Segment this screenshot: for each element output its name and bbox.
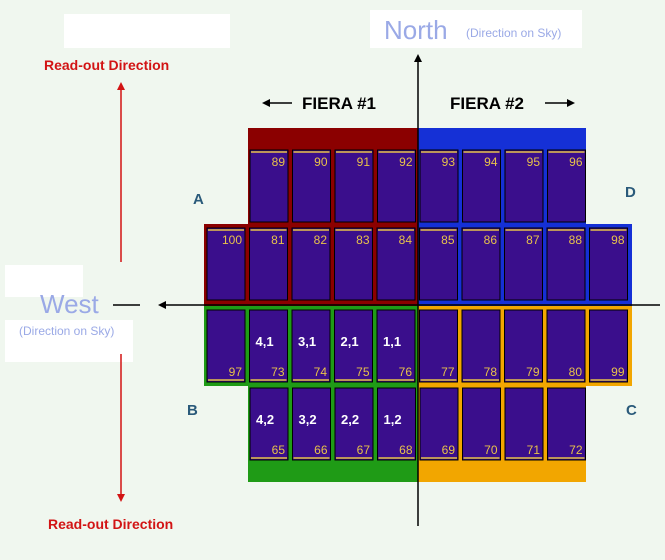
ccd-number: 90 (314, 155, 328, 169)
ccd-number: 78 (484, 365, 498, 379)
ccd-chip (419, 227, 458, 301)
ccd-number: 81 (271, 233, 285, 247)
ccd-number: 70 (484, 443, 498, 457)
ccd-number: 68 (399, 443, 413, 457)
ccd-chip (334, 227, 373, 301)
ccd-chip (589, 227, 628, 301)
ccd-chip (419, 149, 459, 223)
ccd-coordinate: 4,1 (256, 334, 274, 349)
ccd-coordinate: 3,2 (299, 412, 317, 427)
ccd-number: 77 (441, 365, 455, 379)
north-label: North (384, 15, 448, 45)
ccd-chip (291, 227, 331, 301)
white-patch (64, 14, 230, 48)
ccd-number: 88 (569, 233, 583, 247)
white-patch (5, 320, 133, 362)
ccd-coordinate: 3,1 (298, 334, 316, 349)
west-direction-note: (Direction on Sky) (19, 324, 115, 338)
ccd-coordinate: 2,1 (341, 334, 359, 349)
ccd-number: 89 (272, 155, 286, 169)
ccd-number: 85 (441, 233, 455, 247)
ccd-number: 98 (611, 233, 625, 247)
north-direction-note: (Direction on Sky) (466, 26, 562, 40)
ccd-chip (546, 309, 586, 383)
ccd-chip (504, 309, 543, 383)
ccd-chip (462, 387, 501, 461)
corner-a-label: A (193, 191, 204, 208)
corner-d-label: D (625, 184, 636, 201)
ccd-number: 94 (484, 155, 498, 169)
ccd-number: 91 (357, 155, 371, 169)
ccd-coordinate: 1,2 (384, 412, 402, 427)
fiera2-label: FIERA #2 (450, 94, 525, 113)
ccd-coordinate: 1,1 (383, 334, 401, 349)
ccd-number: 97 (229, 365, 243, 379)
ccd-number: 65 (272, 443, 286, 457)
ccd-number: 66 (314, 443, 328, 457)
readout-direction-top: Read-out Direction (44, 57, 170, 73)
ccd-chip (547, 149, 586, 223)
ccd-number: 79 (526, 365, 540, 379)
ccd-chip (206, 227, 246, 301)
white-patch (370, 10, 582, 48)
ccd-chip (377, 149, 416, 223)
ccd-number: 92 (399, 155, 413, 169)
ccd-chip (376, 227, 416, 301)
fiera1-label: FIERA #1 (302, 94, 377, 113)
ccd-chip (334, 149, 374, 223)
ccd-chip (504, 149, 544, 223)
ccd-chip (334, 309, 373, 383)
ccd-chip (292, 149, 331, 223)
ccd-chip (419, 387, 459, 461)
west-label: West (40, 289, 99, 319)
ccd-number: 99 (611, 365, 625, 379)
ccd-number: 75 (356, 365, 370, 379)
ccd-number: 82 (314, 233, 328, 247)
readout-direction-bottom: Read-out Direction (48, 516, 174, 532)
ccd-number: 72 (569, 443, 583, 457)
ccd-chip (292, 387, 331, 461)
ccd-chip (249, 309, 288, 383)
ccd-coordinate: 2,2 (341, 412, 359, 427)
ccd-number: 86 (484, 233, 498, 247)
ccd-chip (547, 387, 586, 461)
ccd-chip (291, 309, 331, 383)
ccd-chip (504, 227, 543, 301)
ccd-chip (461, 227, 501, 301)
ccd-chip (546, 227, 586, 301)
ccd-coordinate: 4,2 (256, 412, 274, 427)
ccd-chip (504, 387, 544, 461)
ccd-number: 93 (442, 155, 456, 169)
ccd-number: 83 (356, 233, 370, 247)
ccd-chip (461, 309, 501, 383)
ccd-chip (206, 309, 246, 383)
ccd-chip (377, 387, 416, 461)
ccd-number: 87 (526, 233, 540, 247)
ccd-chip (462, 149, 501, 223)
ccd-chip (589, 309, 628, 383)
ccd-chip (249, 227, 288, 301)
ccd-number: 69 (442, 443, 456, 457)
ccd-number: 84 (399, 233, 413, 247)
ccd-chip (376, 309, 416, 383)
ccd-number: 74 (314, 365, 328, 379)
corner-c-label: C (626, 402, 637, 419)
ccd-number: 73 (271, 365, 285, 379)
ccd-chip (249, 149, 289, 223)
ccd-chip (249, 387, 289, 461)
ccd-chip (419, 309, 458, 383)
corner-b-label: B (187, 402, 198, 419)
ccd-number: 95 (527, 155, 541, 169)
ccd-number: 80 (569, 365, 583, 379)
ccd-number: 96 (569, 155, 583, 169)
ccd-chip (334, 387, 374, 461)
ccd-number: 76 (399, 365, 413, 379)
ccd-number: 67 (357, 443, 371, 457)
ccd-number: 71 (527, 443, 541, 457)
ccd-number: 100 (222, 233, 242, 247)
ccd-array: 89 90 91 92 93 94 95 96 100 81 82 83 84 85 86 87 88 98 97 7… (206, 149, 628, 461)
white-patch (5, 265, 83, 297)
